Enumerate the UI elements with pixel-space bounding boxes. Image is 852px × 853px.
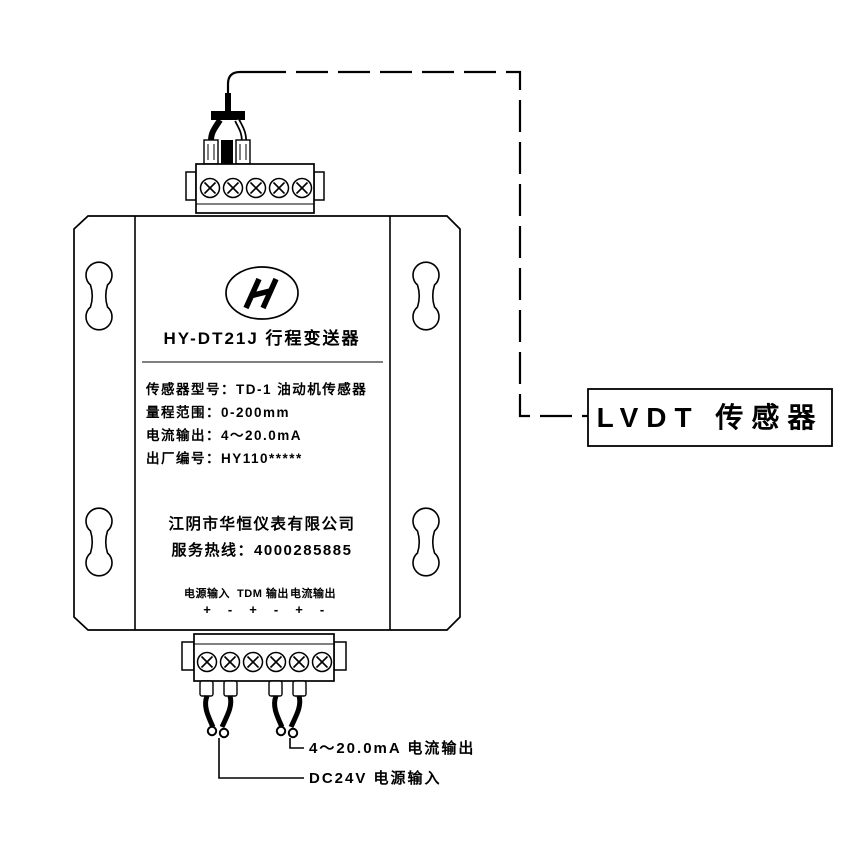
- spec-line-serial: 出厂编号：HY110*****: [146, 450, 303, 466]
- current-output-wire-pair: [268, 680, 307, 739]
- bottom-terminal-block: [181, 633, 347, 682]
- polarity-mark: +: [203, 602, 211, 617]
- sensor-cable: [226, 70, 588, 418]
- wire-ferrule-black: [221, 140, 233, 164]
- device-outline: [73, 215, 461, 631]
- polarity-mark: +: [295, 602, 303, 617]
- terminal-screw: [199, 177, 221, 199]
- terminal-screw: [222, 177, 244, 199]
- power-input-lead: DC24V 电源输入: [218, 738, 442, 787]
- terminal-screw: [196, 651, 218, 673]
- plug-wire-left: [208, 118, 223, 142]
- panel-label-tdm-output: TDM 输出: [237, 586, 289, 600]
- device-title: HY-DT21J 行程变送器: [163, 328, 360, 348]
- polarity-marks: + - + - + -: [203, 602, 324, 617]
- lvdt-sensor-label: LVDT 传感器: [597, 402, 824, 433]
- top-terminal-block: [185, 163, 325, 214]
- spec-line-output: 电流输出：4～20.0mA: [146, 427, 302, 443]
- polarity-mark: -: [320, 602, 324, 617]
- hy-logo-icon: [225, 266, 299, 320]
- spec-line-model: 传感器型号：TD-1 油动机传感器: [145, 381, 367, 397]
- power-wire-pair: [199, 680, 238, 739]
- lvdt-sensor-box: LVDT 传感器: [587, 388, 833, 447]
- terminal-screw: [242, 651, 264, 673]
- terminal-screw: [219, 651, 241, 673]
- polarity-mark: -: [228, 602, 232, 617]
- polarity-mark: +: [249, 602, 257, 617]
- current-output-lead: 4～20.0mA 电流输出: [289, 738, 475, 757]
- terminal-screw: [288, 651, 310, 673]
- power-input-label: DC24V 电源输入: [309, 769, 442, 787]
- panel-label-power-input: 电源输入: [184, 586, 230, 600]
- terminal-screw: [245, 177, 267, 199]
- company-name: 江阴市华恒仪表有限公司: [168, 514, 355, 533]
- spec-line-range: 量程范围：0-200mm: [146, 404, 290, 420]
- transmitter-body: HY-DT21J 行程变送器 传感器型号：TD-1 油动机传感器 量程范围：0-…: [73, 215, 461, 631]
- sensor-cable-dashed: [254, 70, 588, 418]
- plug-bar: [211, 111, 245, 120]
- wire-ferrule: [235, 139, 251, 165]
- terminal-screw: [265, 651, 287, 673]
- terminal-screw: [311, 651, 333, 673]
- polarity-mark: -: [274, 602, 278, 617]
- panel-label-current-output: 电流输出: [290, 586, 336, 600]
- current-output-label: 4～20.0mA 电流输出: [309, 739, 475, 757]
- wire-ferrule: [203, 139, 219, 165]
- service-hotline: 服务热线：4000285885: [172, 541, 353, 559]
- terminal-screw: [291, 177, 313, 199]
- plug-pin: [225, 93, 231, 112]
- top-plug-assembly: [203, 93, 251, 165]
- terminal-screw: [268, 177, 290, 199]
